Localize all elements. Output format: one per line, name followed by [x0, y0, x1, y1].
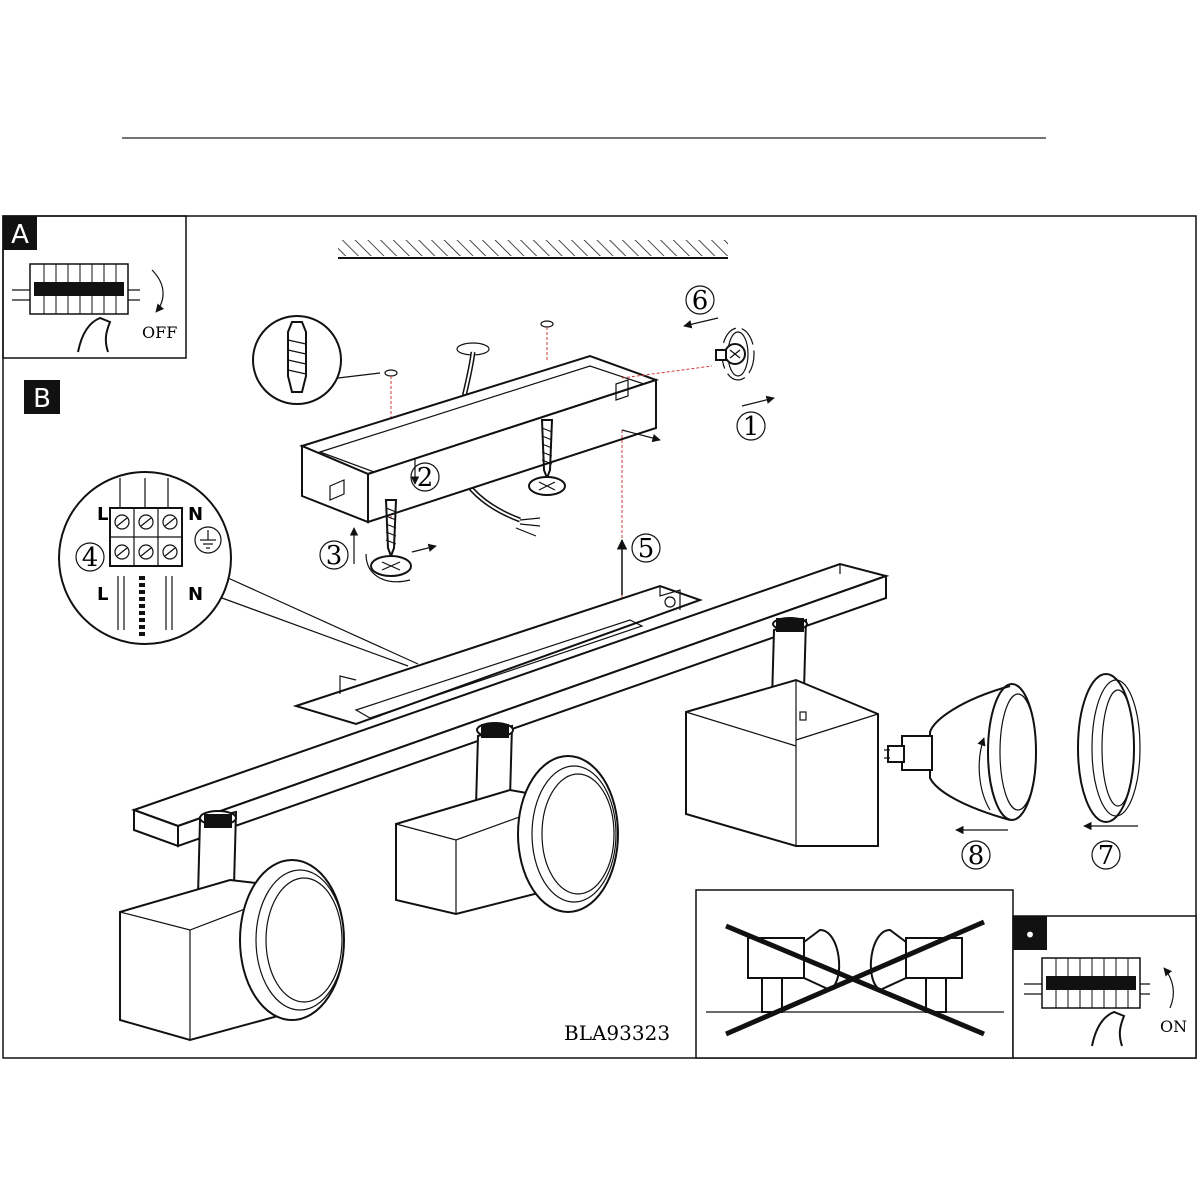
step-1-marker: 1: [736, 411, 766, 442]
model-code: BLA93323: [564, 1021, 670, 1045]
breaker-panel-on-icon: [1024, 957, 1174, 1047]
wiring-label-n-bottom: N: [188, 584, 203, 605]
svg-text:5: 5: [638, 534, 655, 564]
svg-text:2: 2: [417, 463, 434, 493]
wall-plug-detail: [252, 315, 398, 405]
side-screw: [683, 317, 775, 407]
panel-a-label-box: [3, 216, 37, 250]
svg-text:4: 4: [82, 543, 99, 573]
ceiling: [338, 240, 728, 259]
step-3-marker: 3: [319, 540, 349, 571]
panel-a-label: A: [11, 220, 29, 250]
wiring-label-n-top: N: [188, 504, 203, 525]
spotlight-right: [685, 617, 879, 847]
step-4-marker: 4: [75, 542, 105, 573]
step-2-marker: 2: [410, 462, 440, 493]
panel-end: • ON: [1012, 915, 1197, 1059]
panel-end-label-box: [1013, 916, 1047, 950]
lamp-bar: [131, 562, 890, 848]
svg-text:3: 3: [326, 541, 343, 571]
retaining-ring: [1077, 673, 1141, 831]
step-5-marker: 5: [631, 533, 661, 564]
earth-symbol-icon: [194, 526, 222, 554]
wiring-detail: L N L N: [58, 471, 419, 667]
mounting-bracket: [299, 354, 660, 524]
gu10-bulb: [884, 683, 1037, 835]
svg-text:1: 1: [743, 412, 760, 442]
panel-end-label: •: [1024, 923, 1036, 947]
warning-inset: [695, 889, 1014, 1059]
panel-b-label-box: [24, 380, 60, 414]
step-7-marker: 7: [1091, 840, 1121, 871]
wiring-label-l-bottom: L: [97, 584, 108, 605]
panel-a: A OFF: [2, 215, 187, 359]
svg-text:8: 8: [968, 841, 985, 871]
step-6-marker: 6: [685, 285, 715, 316]
ceiling-screw-left: [365, 499, 437, 583]
panel-end-on-text: ON: [1160, 1017, 1187, 1036]
breaker-panel-off-icon: [12, 263, 165, 353]
drill-hole-right: [540, 320, 554, 328]
svg-text:7: 7: [1098, 841, 1115, 871]
spotlight-middle: [395, 722, 619, 916]
ceiling-screw-right: [528, 419, 566, 496]
step-8-marker: 8: [961, 840, 991, 871]
panel-a-off-text: OFF: [142, 323, 177, 342]
wiring-label-l-top: L: [97, 504, 108, 525]
main-frame: [2, 215, 1197, 1059]
panel-b-label: B: [33, 384, 51, 414]
svg-text:6: 6: [692, 286, 709, 316]
spotlight-left: [119, 810, 345, 1042]
